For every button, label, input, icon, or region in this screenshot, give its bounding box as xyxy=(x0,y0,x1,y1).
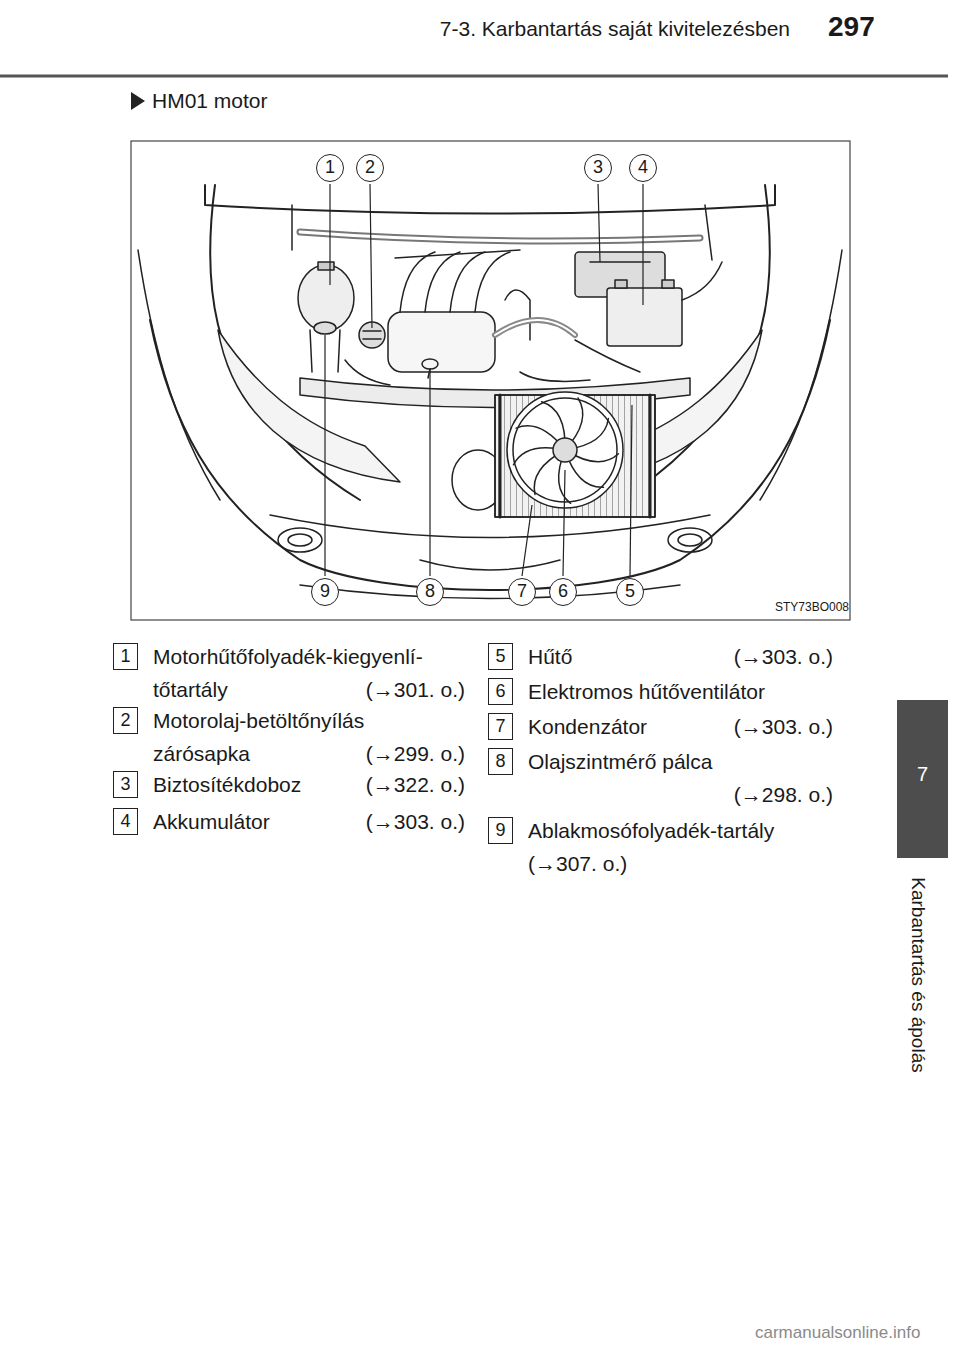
callout-number: 6 xyxy=(495,681,505,701)
callout-circle: 9 xyxy=(311,578,339,606)
part-description: Elektromos hűtőventilátor xyxy=(528,675,833,708)
engine-heading: HM01 motor xyxy=(152,86,268,116)
part-name: Olajszintmérő pálca xyxy=(528,745,833,778)
chapter-tab: 7 xyxy=(897,700,948,858)
page-number: 297 xyxy=(828,10,875,44)
callout-number: 8 xyxy=(495,751,505,771)
part-description: Hűtő(→303. o.) xyxy=(528,640,833,673)
part-name: Ablakmosófolyadék-tartály xyxy=(528,814,833,847)
part-description: Biztosítékdoboz(→322. o.) xyxy=(153,768,465,801)
callout-number: 9 xyxy=(320,581,330,601)
bullet-triangle xyxy=(131,92,145,110)
callout-number: 9 xyxy=(495,820,505,840)
page-reference: (→299. o.) xyxy=(366,737,465,770)
part-description: Kondenzátor(→303. o.) xyxy=(528,710,833,743)
part-description: Motorolaj-betöltőnyílás zárósapka(→299. … xyxy=(153,704,465,770)
page-reference: (→301. o.) xyxy=(366,673,465,706)
callout-number: 2 xyxy=(120,710,130,730)
callout-square: 7Kondenzátor(→303. o.) xyxy=(488,713,513,740)
callout-number: 7 xyxy=(517,581,527,601)
page-reference: (→298. o.) xyxy=(528,778,833,811)
figure-frame xyxy=(131,141,850,620)
page-reference: (→307. o.) xyxy=(528,847,833,880)
callout-square: 1Motorhűtőfolyadék-kiegyenlí- tőtartály(… xyxy=(113,643,138,670)
chapter-title: Karbantartás és ápolás xyxy=(906,877,930,1072)
figure-code: STY73BO008 xyxy=(775,599,849,615)
callout-number: 8 xyxy=(425,581,435,601)
callout-number: 6 xyxy=(558,581,568,601)
page-reference: (→303. o.) xyxy=(734,710,833,743)
callout-circle: 1 xyxy=(316,154,344,182)
callout-square: 5Hűtő(→303. o.) xyxy=(488,643,513,670)
callout-circle: 8 xyxy=(416,578,444,606)
callout-number: 4 xyxy=(120,811,130,831)
car-front-drawing xyxy=(138,185,842,599)
callout-number: 2 xyxy=(365,157,375,177)
callout-number: 5 xyxy=(625,581,635,601)
callout-square: 4Akkumulátor(→303. o.) xyxy=(113,808,138,835)
part-description: Olajszintmérő pálca(→298. o.) xyxy=(528,745,833,811)
callout-circle: 4 xyxy=(629,154,657,182)
leader-lines xyxy=(325,184,643,576)
callout-number: 7 xyxy=(495,716,505,736)
callout-circle: 6 xyxy=(549,578,577,606)
chapter-number: 7 xyxy=(897,762,948,786)
running-header: 7-3. Karbantartás saját kivitelezésben xyxy=(440,14,790,44)
callout-square: 8Olajszintmérő pálca(→298. o.) xyxy=(488,748,513,775)
callout-circle: 7 xyxy=(508,578,536,606)
part-description: Akkumulátor(→303. o.) xyxy=(153,805,465,838)
callout-circle: 3 xyxy=(584,154,612,182)
callout-number: 3 xyxy=(593,157,603,177)
part-description: Ablakmosófolyadék-tartály(→307. o.) xyxy=(528,814,833,880)
callout-square: 9Ablakmosófolyadék-tartály(→307. o.) xyxy=(488,817,513,844)
callout-square: 3Biztosítékdoboz(→322. o.) xyxy=(113,771,138,798)
page-reference: (→322. o.) xyxy=(366,768,465,801)
page-reference: (→303. o.) xyxy=(734,640,833,673)
callout-number: 3 xyxy=(120,774,130,794)
page-reference: (→303. o.) xyxy=(366,805,465,838)
callout-circle: 2 xyxy=(356,154,384,182)
part-name: Elektromos hűtőventilátor xyxy=(528,675,833,708)
header-rule xyxy=(0,75,948,78)
callout-circle: 5 xyxy=(616,578,644,606)
callout-square: 2Motorolaj-betöltőnyílás zárósapka(→299.… xyxy=(113,707,138,734)
callout-number: 4 xyxy=(638,157,648,177)
callout-square: 6Elektromos hűtőventilátor xyxy=(488,678,513,705)
callout-number: 5 xyxy=(495,646,505,666)
part-description: Motorhűtőfolyadék-kiegyenlí- tőtartály(→… xyxy=(153,640,465,706)
callout-number: 1 xyxy=(325,157,335,177)
callout-number: 1 xyxy=(120,646,130,666)
watermark: carmanualsonline.info xyxy=(755,1322,920,1344)
